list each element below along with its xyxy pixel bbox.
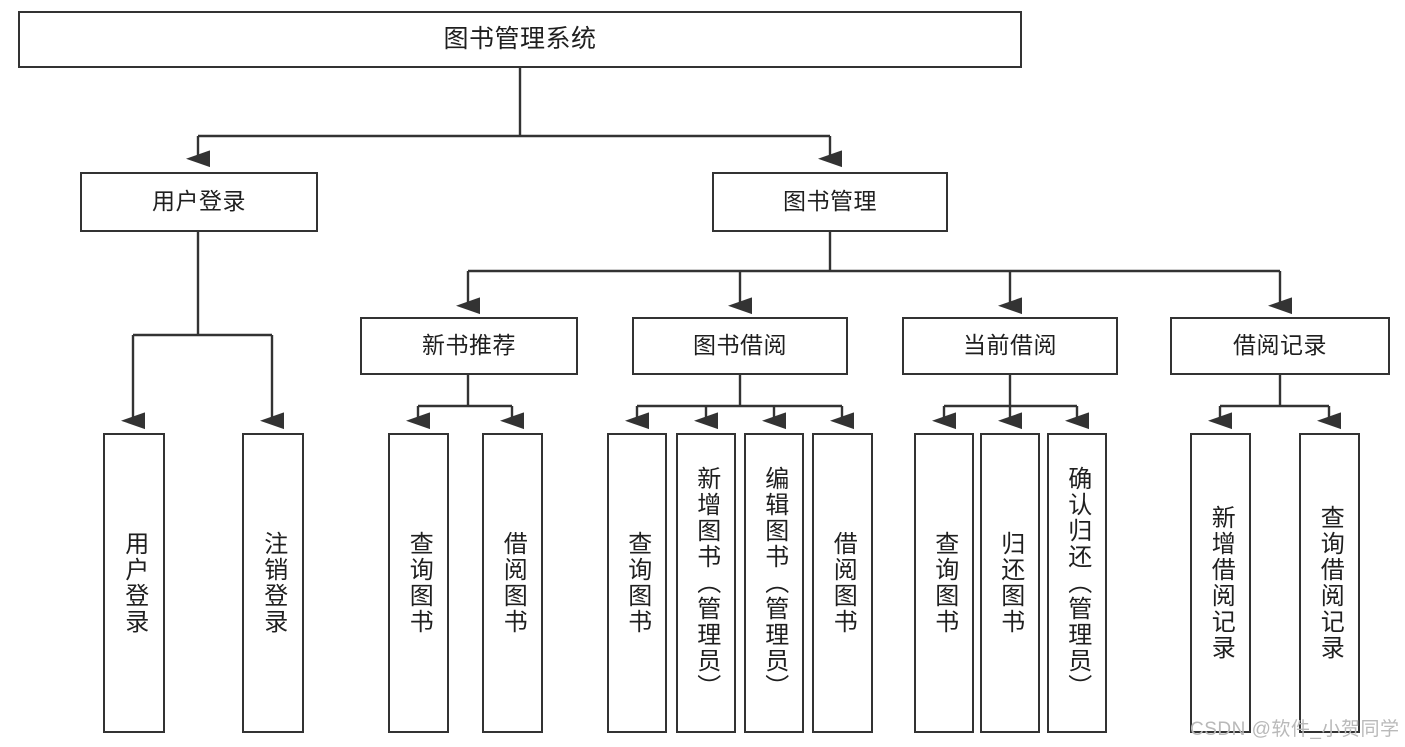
leaf-edit-book-admin[interactable]: 编辑图书（管理员） xyxy=(744,433,804,733)
node-book-management[interactable]: 图书管理 xyxy=(712,172,948,232)
node-label: 编辑图书（管理员） xyxy=(760,466,788,700)
leaf-query-book-recommend[interactable]: 查询图书 xyxy=(388,433,449,733)
leaf-add-borrow-record[interactable]: 新增借阅记录 xyxy=(1190,433,1251,733)
node-label: 确认归还（管理员） xyxy=(1063,466,1091,700)
node-label: 图书管理系统 xyxy=(443,24,597,53)
node-label: 查询借阅记录 xyxy=(1316,505,1344,661)
leaf-query-borrow-record[interactable]: 查询借阅记录 xyxy=(1299,433,1360,733)
node-new-book-recommend[interactable]: 新书推荐 xyxy=(360,317,578,375)
node-label: 注销登录 xyxy=(259,531,287,635)
leaf-query-book-borrow[interactable]: 查询图书 xyxy=(607,433,667,733)
node-label: 新书推荐 xyxy=(422,332,516,359)
leaf-user-login[interactable]: 用户登录 xyxy=(103,433,165,733)
leaf-borrow-book-recommend[interactable]: 借阅图书 xyxy=(482,433,543,733)
leaf-query-book-current[interactable]: 查询图书 xyxy=(914,433,974,733)
node-label: 用户登录 xyxy=(152,188,246,215)
leaf-return-book[interactable]: 归还图书 xyxy=(980,433,1040,733)
node-label: 当前借阅 xyxy=(963,332,1057,359)
node-label: 查询图书 xyxy=(405,531,433,635)
node-user-login[interactable]: 用户登录 xyxy=(80,172,318,232)
node-label: 借阅记录 xyxy=(1233,332,1327,359)
node-label: 新增图书（管理员） xyxy=(692,466,720,700)
node-current-borrow[interactable]: 当前借阅 xyxy=(902,317,1118,375)
node-label: 查询图书 xyxy=(930,531,958,635)
csdn-watermark: CSDN @软件_小贺同学 xyxy=(1190,719,1400,740)
node-label: 图书管理 xyxy=(783,188,877,215)
node-root-system[interactable]: 图书管理系统 xyxy=(18,11,1022,68)
node-label: 归还图书 xyxy=(996,531,1024,635)
node-label: 查询图书 xyxy=(623,531,651,635)
node-book-borrow[interactable]: 图书借阅 xyxy=(632,317,848,375)
node-borrow-record[interactable]: 借阅记录 xyxy=(1170,317,1390,375)
leaf-logout-login[interactable]: 注销登录 xyxy=(242,433,304,733)
leaf-add-book-admin[interactable]: 新增图书（管理员） xyxy=(676,433,736,733)
node-label: 图书借阅 xyxy=(693,332,787,359)
leaf-borrow-book[interactable]: 借阅图书 xyxy=(812,433,873,733)
node-label: 用户登录 xyxy=(120,531,148,635)
node-label: 新增借阅记录 xyxy=(1207,505,1235,661)
leaf-confirm-return-admin[interactable]: 确认归还（管理员） xyxy=(1047,433,1107,733)
node-label: 借阅图书 xyxy=(829,531,857,635)
node-label: 借阅图书 xyxy=(499,531,527,635)
